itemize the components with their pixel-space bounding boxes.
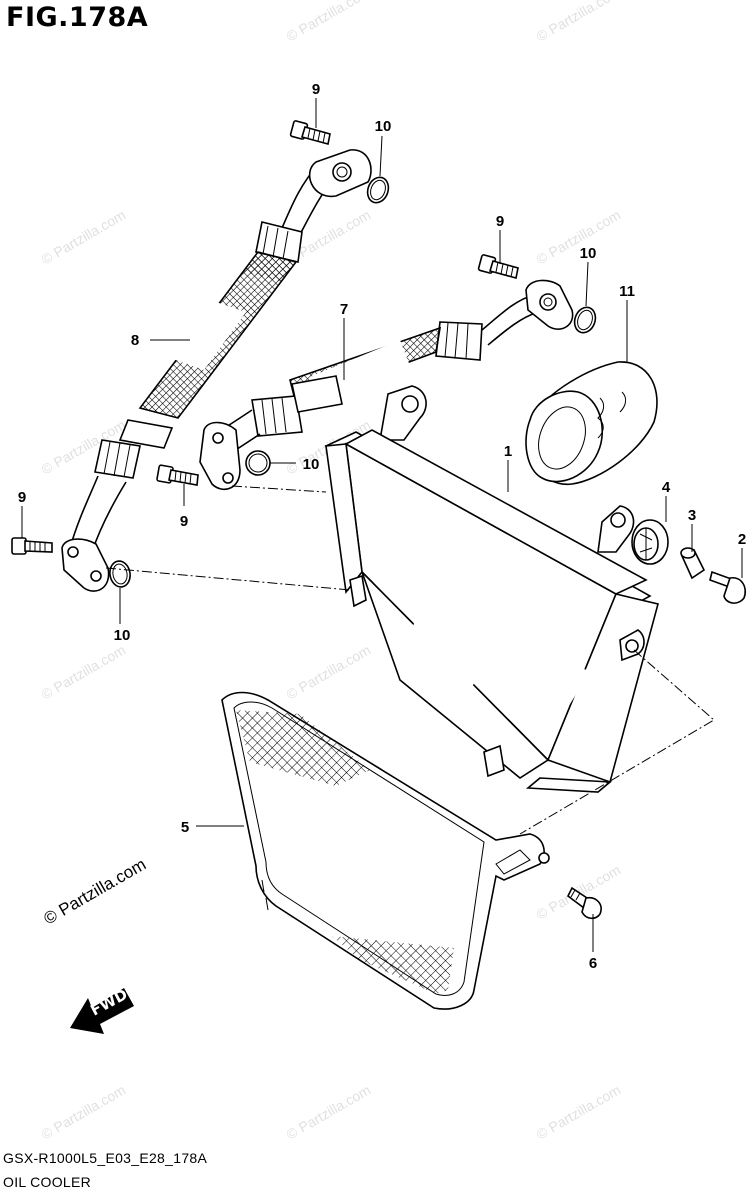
- watermark: © Partzilla.com: [284, 642, 374, 703]
- bolt-9-middle: [156, 464, 199, 486]
- callout-1: 1: [504, 443, 512, 460]
- leader-lines: [21, 98, 743, 952]
- callout-10: 10: [114, 627, 131, 644]
- watermark: © Partzilla.com: [534, 1082, 624, 1143]
- flange-8-top: [308, 149, 372, 198]
- fwd-arrow: FWD: [70, 985, 134, 1034]
- callout-5: 5: [181, 819, 189, 836]
- o-ring-10-middle: [245, 450, 271, 476]
- flange-8-bottom: [61, 538, 110, 592]
- callout-11: 11: [619, 283, 635, 300]
- callout-2: 2: [738, 531, 746, 548]
- oil-hose-7: [217, 294, 539, 457]
- watermark: © Partzilla.com: [534, 207, 624, 268]
- flange-7-bottom: [199, 421, 241, 491]
- callout-4: 4: [662, 479, 671, 496]
- callout-3: 3: [688, 507, 696, 524]
- callout-10: 10: [375, 118, 392, 135]
- oil-cooler-1: [324, 385, 659, 793]
- watermark-main: © Partzilla.com: [41, 855, 150, 929]
- watermark: © Partzilla.com: [39, 1082, 129, 1143]
- o-ring-10-lower-left: [109, 560, 131, 588]
- callout-9: 9: [18, 489, 26, 506]
- bolt-9-upper-right: [477, 254, 519, 279]
- callout-10: 10: [303, 456, 320, 473]
- figure-name: OIL COOLER: [3, 1174, 92, 1190]
- callout-labels: 9 10 9 10 11 7 8 1 10 9 9 10 4 3 2 5 6: [18, 81, 746, 972]
- cooler-guard-5: [221, 691, 550, 1010]
- grommet-4: [631, 519, 669, 565]
- collar-3: [680, 547, 706, 580]
- bolt-2: [709, 570, 746, 604]
- o-ring-10-upper-right: [573, 306, 597, 334]
- callout-10: 10: [580, 245, 597, 262]
- callout-9: 9: [180, 513, 188, 530]
- bolt-9-top: [289, 120, 331, 145]
- watermark: © Partzilla.com: [39, 642, 129, 703]
- flange-7-top: [525, 279, 574, 330]
- alignment-lines: [105, 485, 715, 835]
- callout-8: 8: [131, 332, 139, 349]
- callout-6: 6: [589, 955, 597, 972]
- callout-9: 9: [496, 213, 504, 230]
- watermark: © Partzilla.com: [534, 0, 624, 45]
- figure-code: GSX-R1000L5_E03_E28_178A: [3, 1150, 208, 1166]
- callout-7: 7: [340, 301, 348, 318]
- callout-9: 9: [312, 81, 320, 98]
- watermark: © Partzilla.com: [39, 207, 129, 268]
- oil-filter-11: [525, 361, 658, 485]
- o-ring-10-top: [366, 176, 390, 204]
- watermark: © Partzilla.com: [284, 1082, 374, 1143]
- figure-title: FIG.178A: [6, 2, 149, 33]
- bolt-9-left: [11, 537, 53, 555]
- watermark: © Partzilla.com: [284, 0, 374, 45]
- oil-hose-8: [69, 164, 335, 553]
- bolt-6: [566, 886, 602, 920]
